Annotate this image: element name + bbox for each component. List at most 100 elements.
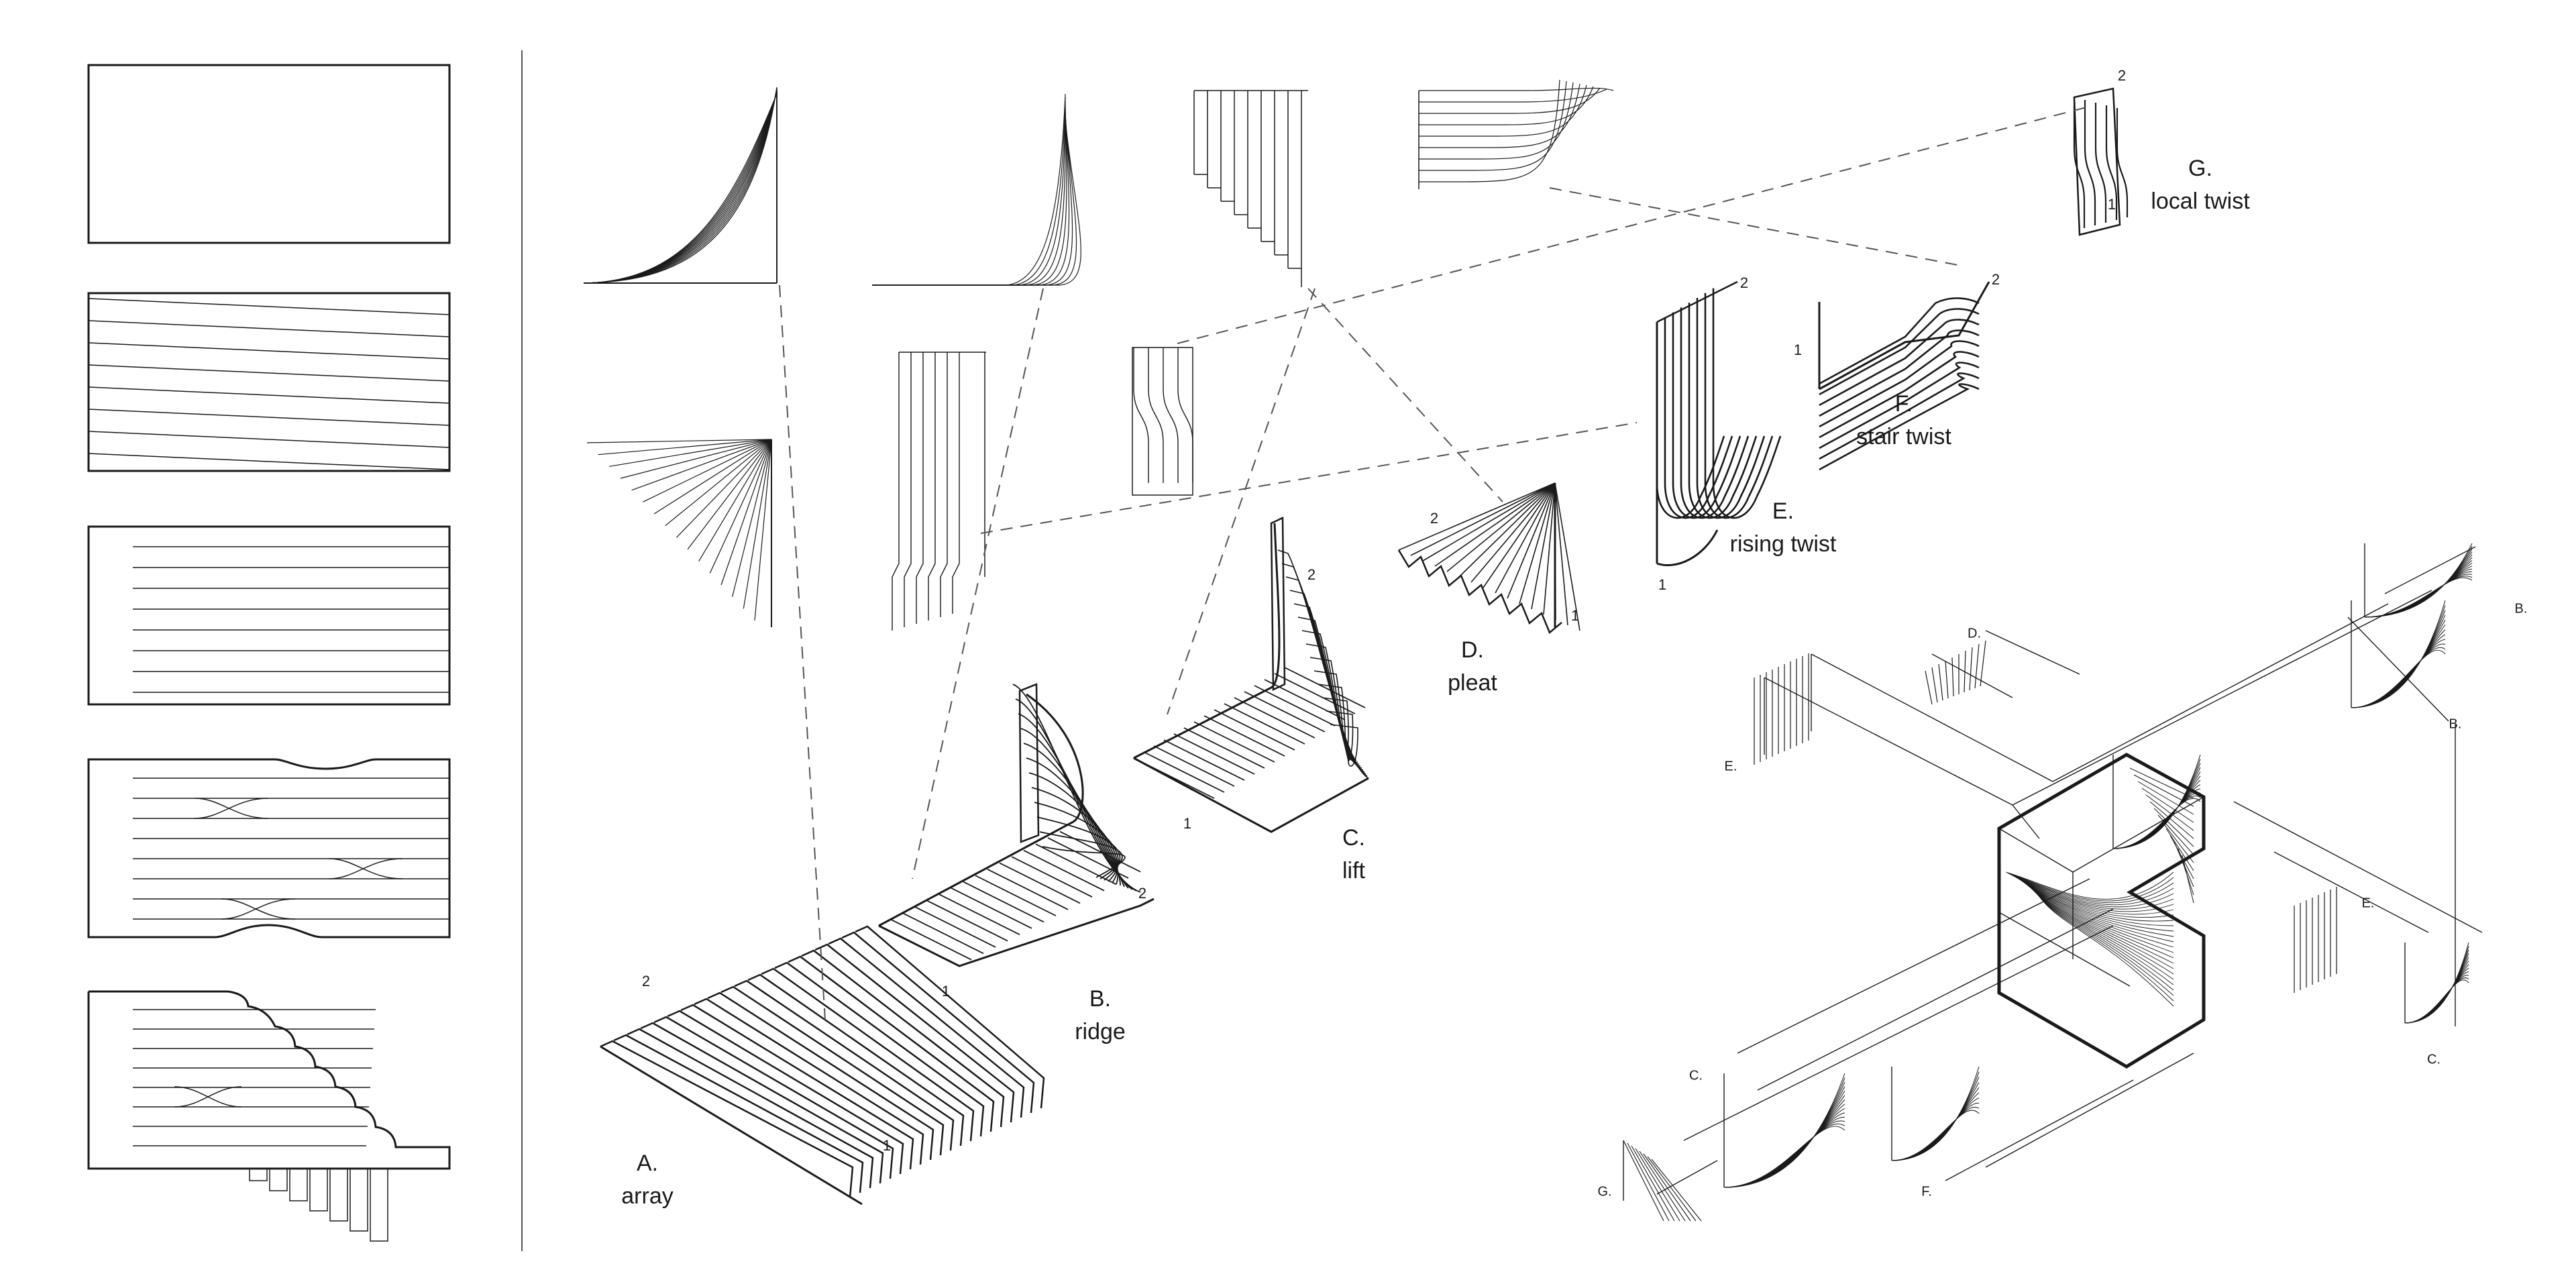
- lift-rib: [1284, 667, 1366, 708]
- edge-number: 2: [1307, 566, 1316, 583]
- array-strip: [828, 937, 1025, 1118]
- module-curve: [2351, 600, 2446, 708]
- ridge-rib: [926, 900, 1008, 942]
- taper-line: [1419, 79, 1560, 182]
- panel-crossing-folds: [87, 758, 451, 938]
- pleat-strip: [952, 352, 960, 614]
- module-curve: [2404, 957, 2469, 1024]
- stair-ribbon: [1819, 308, 1980, 396]
- leader-line: [980, 422, 1638, 534]
- core-rib: [2129, 767, 2194, 799]
- ridge-curve: [1036, 816, 1121, 881]
- lift-rib: [1183, 727, 1265, 769]
- assembly-label: G.: [1597, 1184, 1612, 1199]
- hanging-tab: [269, 1168, 288, 1191]
- module-ribbon: [1938, 663, 1943, 701]
- twist-ribbon: [1704, 292, 1774, 519]
- ridge-curve: [872, 107, 1067, 286]
- lift-rib: [1203, 715, 1285, 757]
- hanging-tab: [329, 1168, 348, 1222]
- module-curve: [1723, 1086, 1845, 1188]
- beam-line: [2384, 546, 2476, 594]
- ridge-curve: [872, 120, 1081, 286]
- twist-ribbon: [1672, 312, 1741, 519]
- fold-studies: [583, 79, 2129, 1205]
- assembly-axonometric: [1623, 543, 2483, 1222]
- ridge-curve: [1031, 787, 1118, 883]
- core-fold: [2010, 873, 2174, 908]
- pleat-strip: [904, 352, 912, 627]
- fan-ray: [620, 439, 772, 479]
- module-curve: [2112, 798, 2201, 849]
- lift-rib: [1153, 745, 1235, 787]
- module-curve: [2351, 643, 2446, 708]
- ridge-rib: [1011, 856, 1093, 898]
- beam-line: [1683, 925, 2114, 1141]
- fan-ray: [720, 439, 772, 586]
- edge-number: 2: [641, 973, 651, 989]
- leader-lines: [779, 107, 2087, 1020]
- pleat-ray: [1543, 482, 1556, 615]
- panel-scalloped-folds: [87, 990, 451, 1242]
- core-edge: [2072, 796, 2204, 873]
- module-curve: [2351, 625, 2446, 708]
- stair-ribbon: [1819, 319, 1980, 407]
- twist-strip: [1148, 347, 1164, 483]
- edge-number: 2: [1138, 885, 1147, 902]
- lift-curve: [1318, 684, 1356, 760]
- module-ribbon: [1951, 657, 1954, 697]
- hanging-tab: [350, 1168, 368, 1232]
- study-fan-curves: [583, 87, 777, 284]
- module-curve: [2404, 960, 2469, 1024]
- module-ribbon: [1931, 667, 1938, 703]
- module-e-top: [1754, 653, 1809, 765]
- edge-number: 2: [1430, 510, 1439, 527]
- pleat-strip: [916, 352, 924, 624]
- stair-ribbon: [1819, 340, 1980, 428]
- panel-frame: [87, 990, 451, 1170]
- twist-ribbon: [1680, 307, 1750, 519]
- module-curve: [2364, 549, 2473, 618]
- stair-ribbon: [1819, 329, 1980, 417]
- lift-rib: [1274, 673, 1356, 714]
- array-strip: [707, 991, 934, 1161]
- edge-number: 1: [2107, 196, 2116, 213]
- twist-strip: [1133, 347, 1149, 483]
- module-d-top: [1925, 640, 1986, 705]
- assembly-label: C.: [1689, 1068, 1703, 1083]
- module-ribbon: [1969, 647, 1973, 691]
- pleat-ray: [1434, 482, 1556, 567]
- pleat-ray: [1470, 482, 1556, 583]
- core-rib: [2153, 808, 2194, 847]
- local-ribbon: [2116, 108, 2129, 217]
- twist-line: [174, 1086, 242, 1108]
- edge-number: 1: [1658, 576, 1667, 593]
- module-c-mid: [1891, 1066, 1980, 1161]
- beam-line: [2012, 590, 2432, 806]
- ridge-crest: [878, 693, 1084, 927]
- lift-curve: [1309, 657, 1358, 763]
- twist-ribbon: [1664, 317, 1733, 519]
- module-ribbon: [1651, 1159, 1702, 1222]
- core-fold: [2006, 872, 2174, 902]
- beam-line: [1931, 653, 2013, 698]
- pleat-ray: [1554, 482, 1568, 626]
- panel-frame: [87, 758, 451, 938]
- pleat-ray: [1410, 482, 1556, 556]
- core-fold: [2005, 871, 2174, 900]
- beam-line: [2012, 804, 2040, 839]
- lift-rib: [1254, 685, 1336, 727]
- beam-line: [1945, 1079, 2134, 1181]
- pleat-ray: [1398, 482, 1556, 551]
- study-radial-fan: [586, 439, 772, 627]
- array-strip: [613, 1034, 864, 1193]
- local-ribbon: [2105, 105, 2118, 220]
- taper-line: [1419, 82, 1574, 160]
- leader-line: [1177, 107, 2087, 344]
- core-rib: [2174, 841, 2194, 888]
- module-ribbon: [1623, 1140, 1664, 1222]
- module-c-left: [1723, 1073, 1845, 1188]
- fan-ray: [676, 439, 772, 538]
- edge-number: 1: [882, 1137, 892, 1154]
